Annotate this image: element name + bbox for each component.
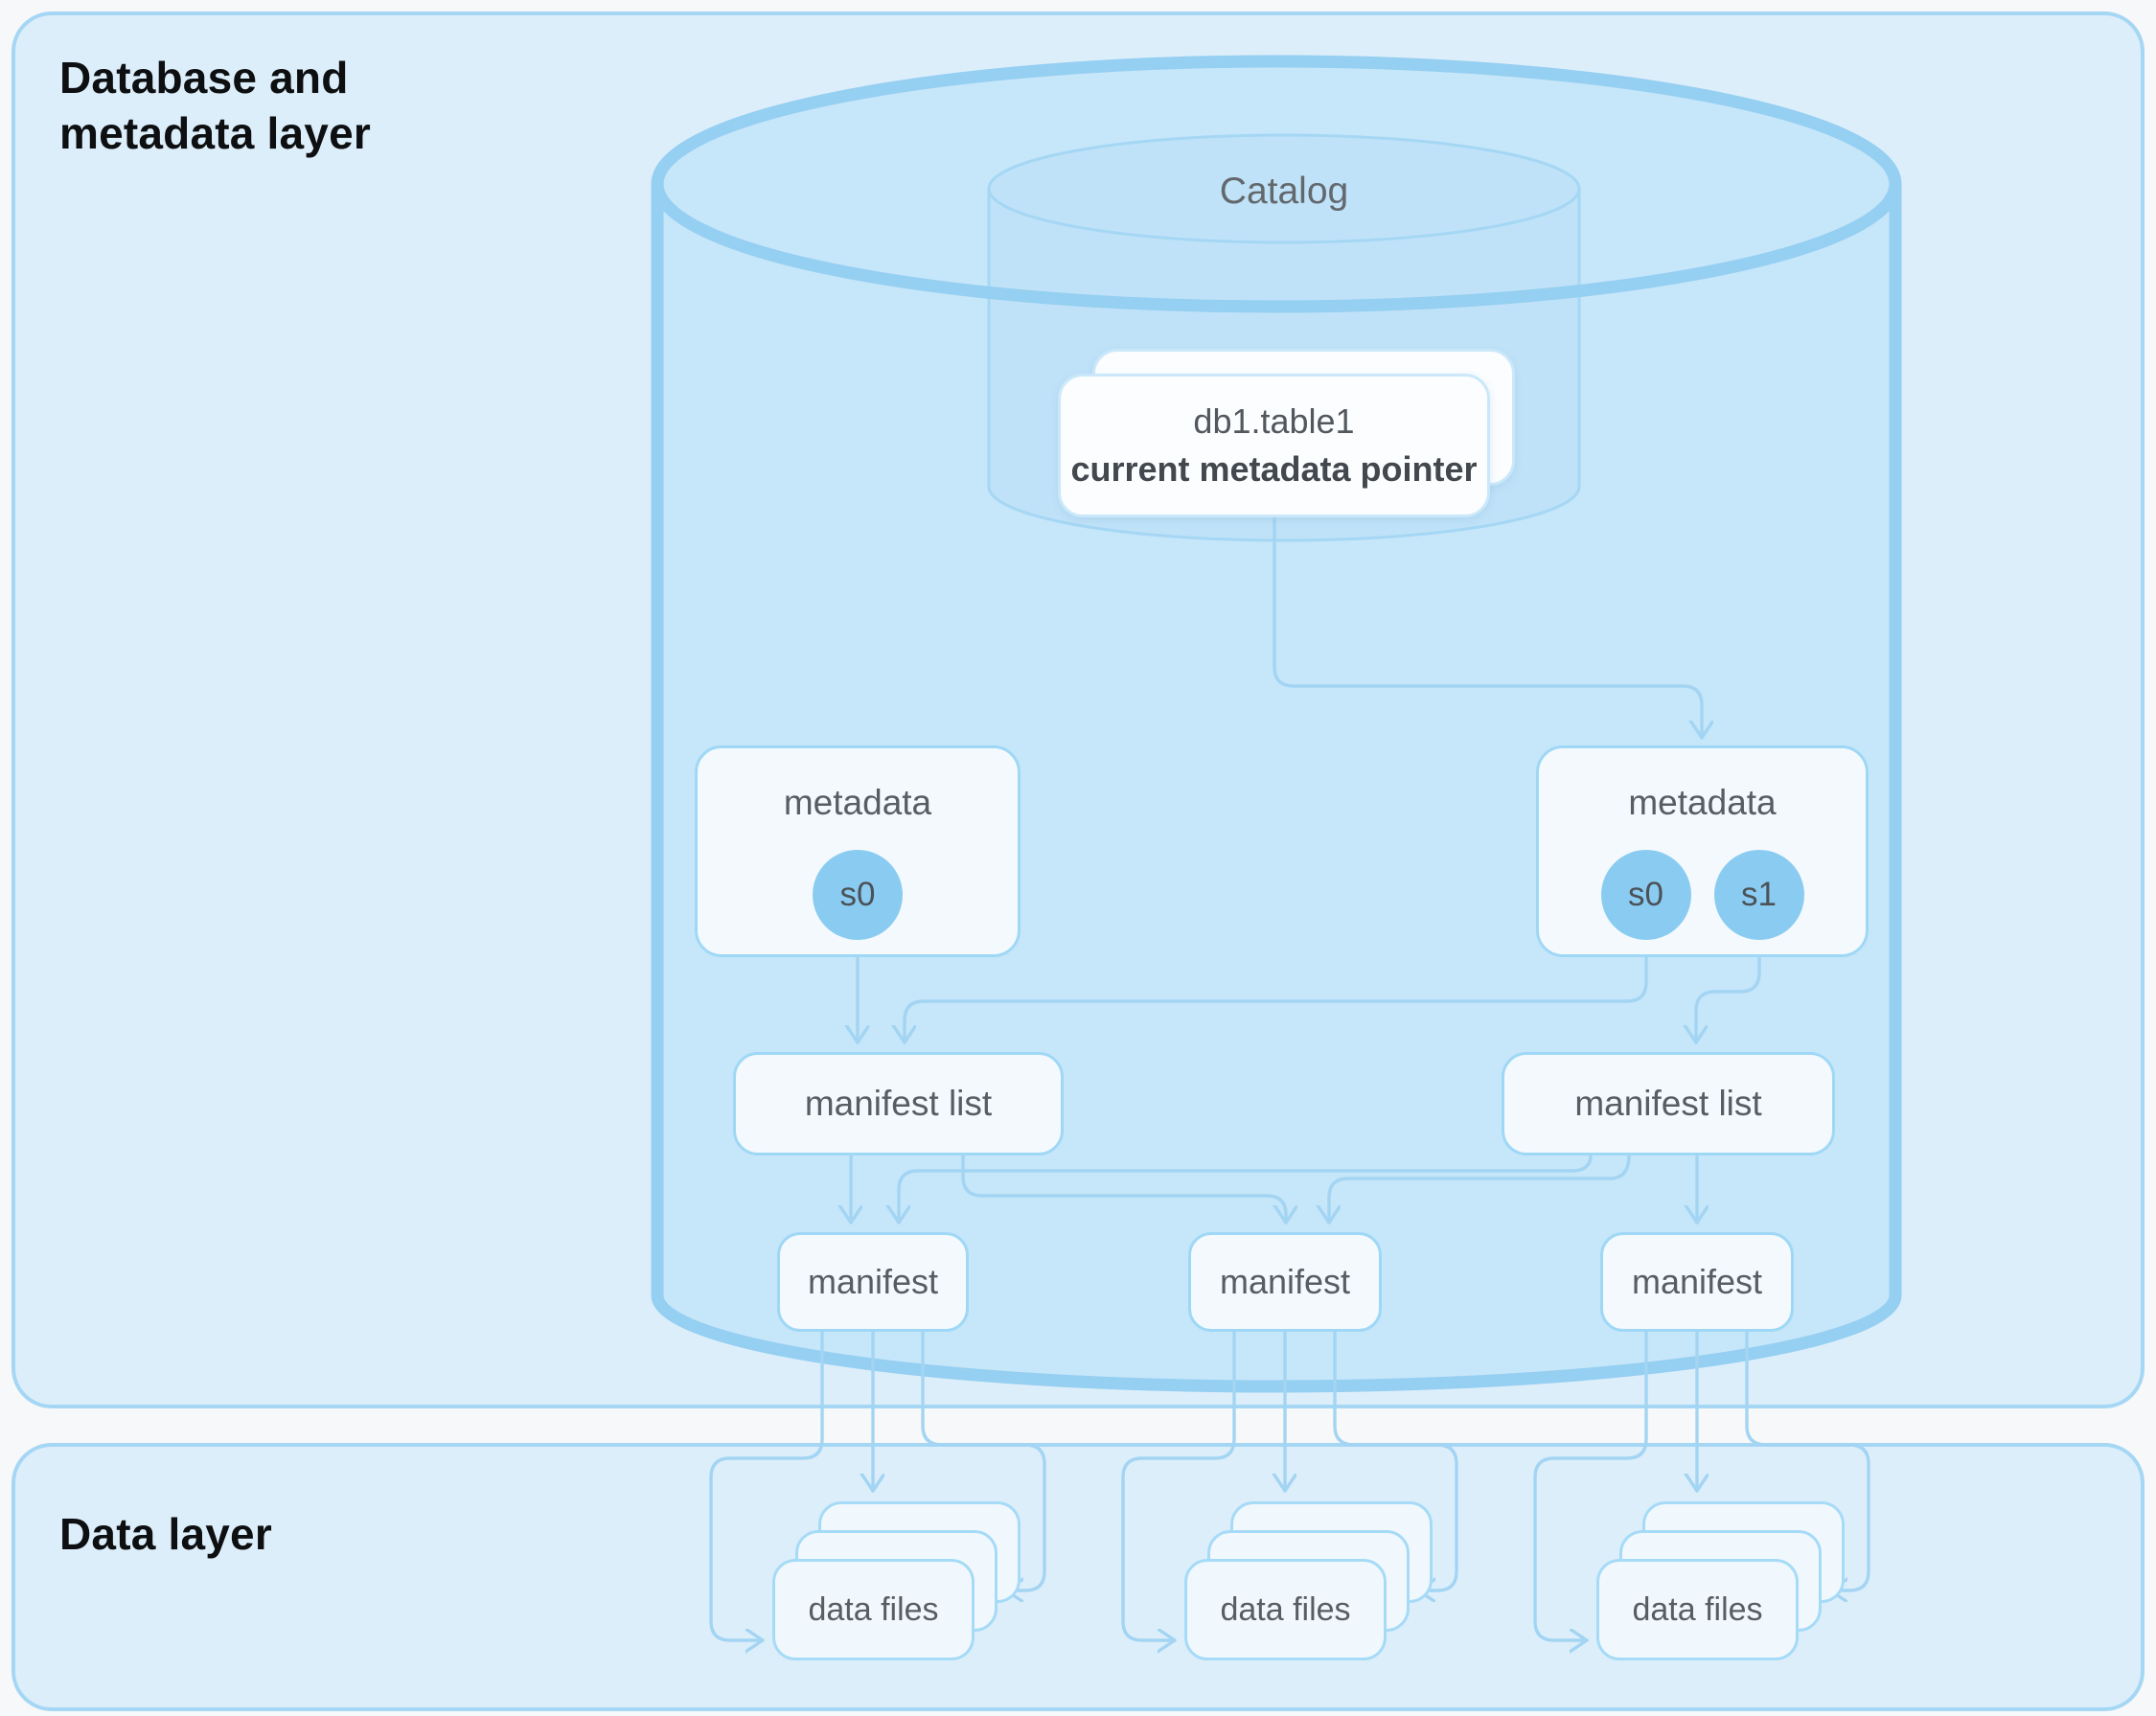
metadata-file-right: metadata s0 s1: [1536, 745, 1869, 957]
manifest-3: manifest: [1600, 1232, 1794, 1332]
metadata-pointer-card: db1.table1 current metadata pointer: [1058, 374, 1490, 517]
catalog-label: Catalog: [1219, 171, 1349, 212]
data-files-1: data files: [772, 1559, 975, 1660]
connector-manifest1-datafiles-right: [921, 1330, 1046, 1590]
connector-catalog-to-metadata-right: [1273, 515, 1702, 740]
metadata-file-left: metadata s0: [695, 745, 1021, 957]
manifest-label: manifest: [1219, 1262, 1351, 1301]
snapshot-s0-icon: s0: [1600, 850, 1691, 940]
manifest-label: manifest: [1631, 1262, 1763, 1301]
connector-mlr-to-manifest-2: [1329, 1154, 1631, 1224]
snapshot-row: s0: [698, 850, 1018, 940]
connector-mll-to-manifest-2: [961, 1154, 1286, 1224]
connector-s0-right-to-manifest-list-left: [905, 899, 1648, 1044]
data-files-label: data files: [1220, 1590, 1351, 1628]
data-files-2: data files: [1184, 1559, 1387, 1660]
metadata-label: metadata: [1628, 783, 1777, 822]
current-metadata-pointer-label: current metadata pointer: [1070, 449, 1478, 489]
database-cylinder-rim: [651, 55, 1902, 313]
data-files-label: data files: [1632, 1590, 1763, 1628]
metadata-layer-title: Database and metadata layer: [59, 53, 371, 158]
connector-manifest1-datafiles-left: [709, 1330, 824, 1640]
table-name-label: db1.table1: [1193, 401, 1355, 441]
metadata-label: metadata: [783, 783, 932, 822]
manifest-list-right: manifest list: [1502, 1052, 1835, 1155]
manifest-list-left: manifest list: [733, 1052, 1064, 1155]
connector-mlr-to-manifest-1: [899, 1154, 1593, 1224]
connector-manifest2-datafiles-left: [1121, 1330, 1236, 1640]
data-layer-title: Data layer: [59, 1509, 272, 1559]
connector-manifest3-datafiles-right: [1745, 1330, 1870, 1590]
connector-s1-to-manifest-list-right: [1696, 899, 1761, 1044]
manifest-list-label: manifest list: [1574, 1084, 1762, 1123]
manifest-list-label: manifest list: [804, 1084, 993, 1123]
data-files-label: data files: [808, 1590, 939, 1628]
manifest-label: manifest: [807, 1262, 939, 1301]
snapshot-s1-icon: s1: [1713, 850, 1804, 940]
manifest-2: manifest: [1188, 1232, 1382, 1332]
snapshot-s0-icon: s0: [813, 850, 903, 940]
connectors: [709, 515, 1870, 1640]
connector-manifest2-datafiles-right: [1333, 1330, 1458, 1590]
connector-manifest3-datafiles-left: [1533, 1330, 1648, 1640]
data-files-3: data files: [1596, 1559, 1799, 1660]
snapshot-row: s0 s1: [1539, 850, 1866, 940]
manifest-1: manifest: [777, 1232, 969, 1332]
